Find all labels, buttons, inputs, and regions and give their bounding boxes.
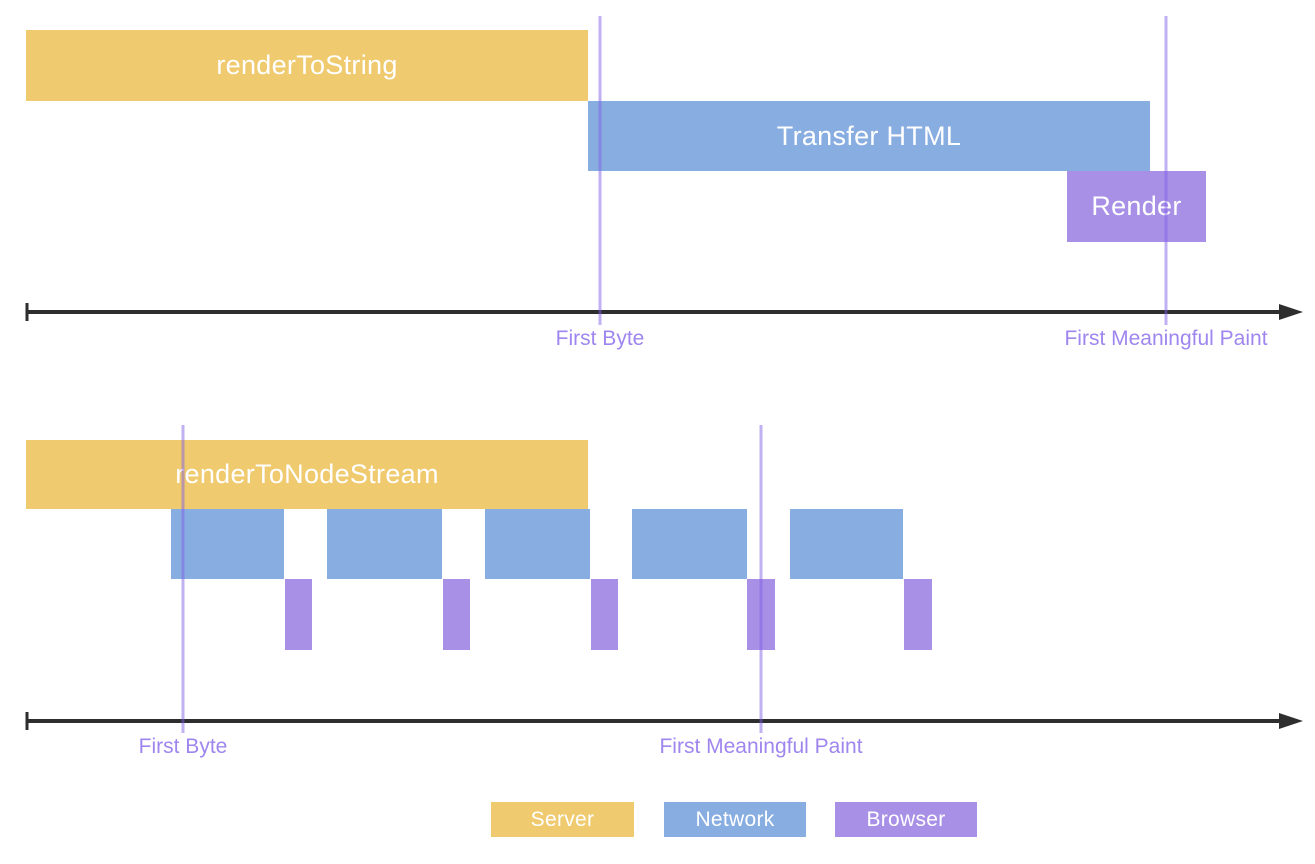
legend-network-label: Network <box>695 807 775 831</box>
rendertonodestream-bar: renderToNodeStream <box>26 440 588 509</box>
transfer-html-bar: Transfer HTML <box>588 101 1150 171</box>
first-byte-marker-label: First Byte <box>138 735 228 758</box>
render-bar-label: Render <box>1091 191 1182 221</box>
network-chunk-bar <box>327 509 442 579</box>
legend-server: Server <box>491 802 634 837</box>
first-byte-marker-line <box>598 16 602 325</box>
browser-chunk-bar <box>591 579 618 650</box>
rendertonodestream-timeline-axis <box>27 719 1287 723</box>
first-meaningful-paint-marker-line <box>1164 16 1168 325</box>
legend-server-label: Server <box>530 807 595 831</box>
rendertostring-timeline-axis-start-cap <box>25 303 29 321</box>
network-chunk-bar <box>790 509 903 579</box>
rendertonodestream-timeline-axis-arrow-icon <box>1279 713 1303 729</box>
legend-browser-label: Browser <box>866 807 946 831</box>
rendertostring-bar: renderToString <box>26 30 588 101</box>
first-byte-marker-line <box>181 425 185 733</box>
network-chunk-bar <box>171 509 284 579</box>
browser-chunk-bar <box>443 579 470 650</box>
rendertostring-timeline-axis-arrow-icon <box>1279 304 1303 320</box>
first-meaningful-paint-marker-label: First Meaningful Paint <box>659 735 863 758</box>
transfer-html-bar-label: Transfer HTML <box>776 120 962 151</box>
network-chunk-bar <box>632 509 747 579</box>
browser-chunk-bar <box>904 579 932 650</box>
rendertonodestream-timeline-axis-start-cap <box>25 712 29 730</box>
first-byte-marker-label: First Byte <box>555 327 645 350</box>
legend-browser: Browser <box>835 802 977 837</box>
browser-chunk-bar <box>747 579 775 650</box>
network-chunk-bar <box>485 509 590 579</box>
rendertostring-timeline-axis <box>27 310 1287 314</box>
first-meaningful-paint-marker-label: First Meaningful Paint <box>1064 327 1268 350</box>
rendertonodestream-bar-label: renderToNodeStream <box>175 459 439 489</box>
first-meaningful-paint-marker-line <box>759 425 763 733</box>
legend-network: Network <box>664 802 806 837</box>
browser-chunk-bar <box>285 579 312 650</box>
rendertostring-bar-label: renderToString <box>216 50 398 80</box>
render-bar: Render <box>1067 171 1206 242</box>
